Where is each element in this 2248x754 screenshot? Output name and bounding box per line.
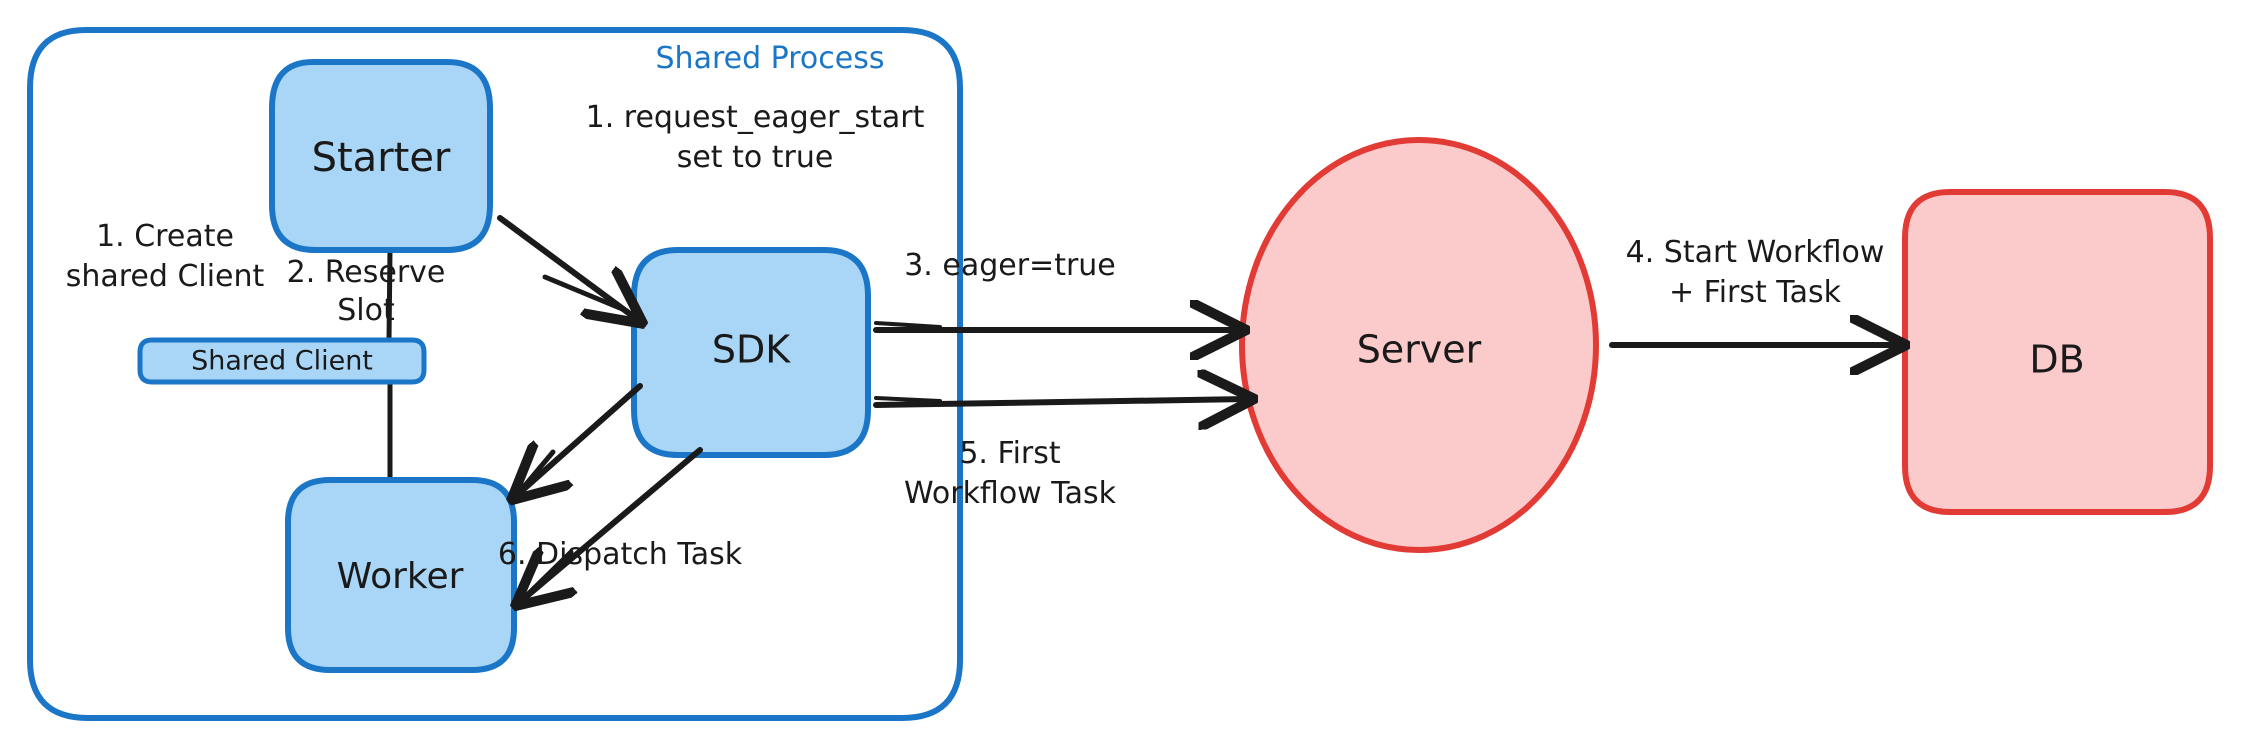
- node-label: SDK: [712, 328, 791, 372]
- shared-process-title: Shared Process: [656, 41, 885, 76]
- node-label: DB: [2029, 338, 2084, 382]
- edge-starter-sdk: 1. request_eager_start set to true: [497, 100, 925, 320]
- edge-sdk-server-first-task: 5. First Workflow Task: [873, 396, 1248, 511]
- edge-arrow-tail: [519, 449, 556, 492]
- shared-process-group: Shared Process: [27, 27, 963, 721]
- edge-label-line1: 5. First: [959, 436, 1061, 471]
- node-server[interactable]: Server: [1239, 137, 1599, 553]
- edge-label-line1: 1. Create: [96, 219, 234, 254]
- edge-sdk-worker-dispatch: 6. Dispatch Task: [498, 447, 743, 602]
- node-shape: [269, 59, 493, 253]
- node-shape: [137, 337, 427, 385]
- node-shape: [1902, 189, 2213, 515]
- edge-arrow-tail: [542, 274, 630, 314]
- node-starter[interactable]: Starter: [269, 59, 493, 253]
- edge-label-line1: 3. eager=true: [904, 248, 1116, 283]
- edge-line: [497, 215, 638, 320]
- node-shared-client[interactable]: Shared Client: [137, 337, 427, 385]
- edge-label-line1: 1. request_eager_start: [586, 100, 925, 135]
- edge-label-line2: set to true: [677, 140, 834, 175]
- edge-line: [520, 447, 703, 602]
- edge-label-line1: 6. Dispatch Task: [498, 537, 743, 572]
- node-label: Starter: [312, 135, 451, 181]
- edge-starter-shared-client: 1. Create shared Client: [66, 219, 393, 343]
- edge-line: [516, 383, 643, 496]
- edge-label-line1: 2. Reserve: [287, 255, 446, 290]
- node-label: Server: [1357, 328, 1482, 372]
- edge-sdk-worker-reserve: 2. Reserve Slot: [287, 255, 643, 496]
- edge-sdk-server-eager: 3. eager=true: [873, 248, 1240, 330]
- node-worker[interactable]: Worker: [285, 477, 517, 673]
- shared-process-border: [27, 27, 963, 721]
- edge-server-db: 4. Start Workflow + First Task: [1609, 235, 1900, 345]
- node-label: Worker: [337, 556, 464, 597]
- edge-label-line2: Workflow Task: [904, 476, 1117, 511]
- edge-label-line2: + First Task: [1669, 275, 1842, 310]
- edge-line: [873, 399, 1248, 405]
- node-label: Shared Client: [191, 346, 373, 377]
- edge-label-line2: shared Client: [66, 259, 265, 294]
- node-db[interactable]: DB: [1902, 189, 2213, 515]
- edge-line-overdraw: [874, 396, 942, 403]
- edge-line: [386, 247, 393, 343]
- edge-label-line1: 4. Start Workflow: [1626, 235, 1885, 270]
- edge-label-line2: Slot: [337, 293, 395, 328]
- node-sdk[interactable]: SDK: [631, 247, 871, 458]
- edge-arrow-tail: [523, 549, 574, 599]
- edge-line-overdraw: [874, 321, 942, 329]
